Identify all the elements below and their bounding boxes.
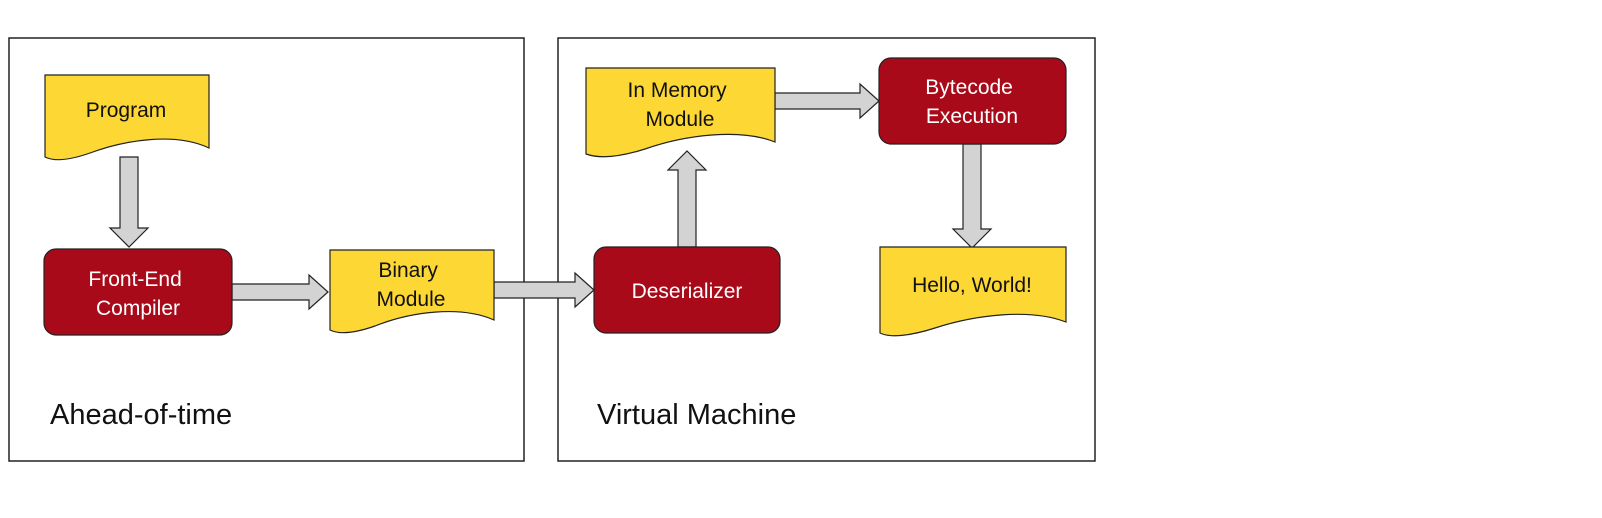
front-end-compiler-label: Front-End Compiler (88, 268, 187, 320)
arrow-memory-to-bytecode (774, 82, 880, 120)
arrow-program-to-compiler (108, 156, 150, 248)
in-memory-module-label: In Memory Module (627, 79, 732, 131)
in-memory-module-document (585, 67, 776, 158)
deserializer-box (593, 246, 781, 334)
hello-world-label: Hello, World! (912, 274, 1032, 297)
bytecode-execution-label: Bytecode Execution (925, 76, 1018, 128)
hello-world-document (879, 246, 1067, 337)
ahead-of-time-title: Ahead-of-time (50, 399, 232, 431)
binary-module-document (329, 249, 495, 334)
ahead-of-time-panel (8, 37, 525, 462)
deserializer-label: Deserializer (632, 280, 743, 303)
program-document (44, 74, 210, 161)
virtual-machine-panel (557, 37, 1096, 462)
arrow-deserializer-to-memory (666, 150, 708, 248)
virtual-machine-title: Virtual Machine (597, 399, 796, 431)
bytecode-execution-box (878, 57, 1067, 145)
arrow-bytecode-to-hello (951, 143, 993, 249)
arrow-compiler-to-binary (231, 273, 329, 311)
program-label: Program (86, 99, 167, 122)
front-end-compiler-box (43, 248, 233, 336)
binary-module-label: Binary Module (377, 259, 446, 311)
arrow-binary-to-deserializer (493, 271, 595, 309)
